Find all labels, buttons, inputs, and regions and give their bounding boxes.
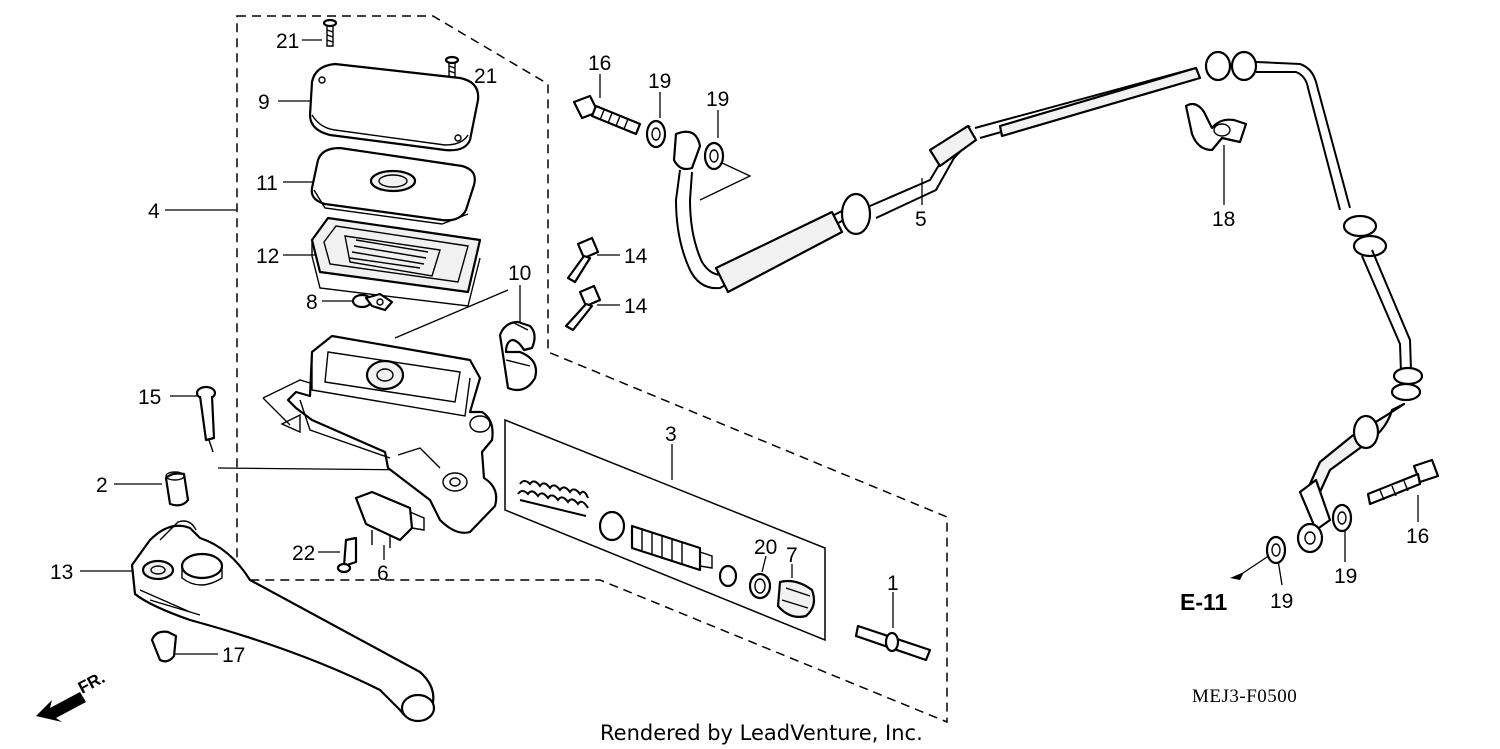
callout-16-left: 16 — [588, 52, 611, 75]
render-credit: Rendered by LeadVenture, Inc. — [600, 721, 923, 745]
callout-14-lower: 14 — [624, 295, 648, 318]
callout-labels: 21 21 9 11 4 12 8 10 15 2 13 17 22 6 3 2… — [50, 30, 1429, 667]
callout-19-left-1: 19 — [648, 70, 671, 93]
callout-21-right: 21 — [474, 65, 497, 88]
bolt-14-lower — [564, 284, 602, 332]
callout-20: 20 — [754, 536, 777, 559]
screw-22 — [336, 536, 358, 574]
callout-2: 2 — [96, 474, 108, 497]
piston-kit-parts — [517, 480, 816, 618]
holder — [498, 320, 538, 392]
callout-15: 15 — [138, 386, 161, 409]
callout-16-right: 16 — [1406, 525, 1429, 548]
callout-9: 9 — [258, 91, 270, 114]
float-fitting — [351, 292, 394, 312]
callout-14-upper: 14 — [624, 245, 648, 268]
callout-7: 7 — [786, 544, 798, 567]
sealing-washer-left-2 — [703, 141, 725, 171]
clutch-lever — [130, 520, 436, 723]
callout-12: 12 — [256, 245, 279, 268]
callout-19-left-2: 19 — [706, 88, 729, 111]
callout-3: 3 — [665, 423, 677, 446]
diagram-code: MEJ3-F0500 — [1192, 686, 1297, 707]
brake-switch — [354, 490, 425, 548]
master-cylinder-body — [280, 334, 498, 534]
callout-19-right-2: 19 — [1270, 590, 1293, 613]
push-rod — [854, 624, 932, 662]
clutch-hose — [672, 50, 1424, 554]
piston-kit-outline — [504, 418, 826, 642]
reference-arrow — [1230, 572, 1244, 580]
callout-21-top: 21 — [276, 30, 299, 53]
callout-22: 22 — [292, 542, 315, 565]
bolt-14-upper — [566, 236, 600, 284]
hose-clamp — [1184, 102, 1248, 152]
pivot-bolt — [195, 385, 217, 453]
callout-17: 17 — [222, 644, 245, 667]
sealing-washer-right-2 — [1265, 535, 1287, 565]
callout-1: 1 — [887, 572, 899, 595]
reference-label: E-11 — [1180, 589, 1228, 615]
lever-cap — [150, 630, 178, 663]
sealing-washer-right-1 — [1331, 503, 1353, 533]
callout-18: 18 — [1212, 208, 1235, 231]
bushing — [164, 471, 190, 507]
assembly-outline — [236, 15, 948, 724]
callout-6: 6 — [377, 562, 389, 585]
leader-lines — [80, 39, 1419, 655]
callout-11: 11 — [256, 172, 278, 195]
sealing-washer-left-1 — [645, 119, 667, 149]
banjo-bolt-left — [572, 94, 642, 136]
callout-8: 8 — [306, 291, 318, 314]
callout-5: 5 — [915, 208, 927, 231]
callout-4: 4 — [148, 200, 160, 223]
diaphragm — [310, 216, 482, 307]
front-direction-arrow — [36, 692, 86, 722]
reservoir-cap — [308, 62, 480, 152]
callout-10: 10 — [508, 262, 531, 285]
diaphragm-plate — [310, 146, 476, 225]
callout-19-right-1: 19 — [1334, 565, 1357, 588]
banjo-bolt-right — [1366, 458, 1440, 506]
screw-21-top — [322, 18, 338, 47]
callout-13: 13 — [50, 561, 73, 584]
